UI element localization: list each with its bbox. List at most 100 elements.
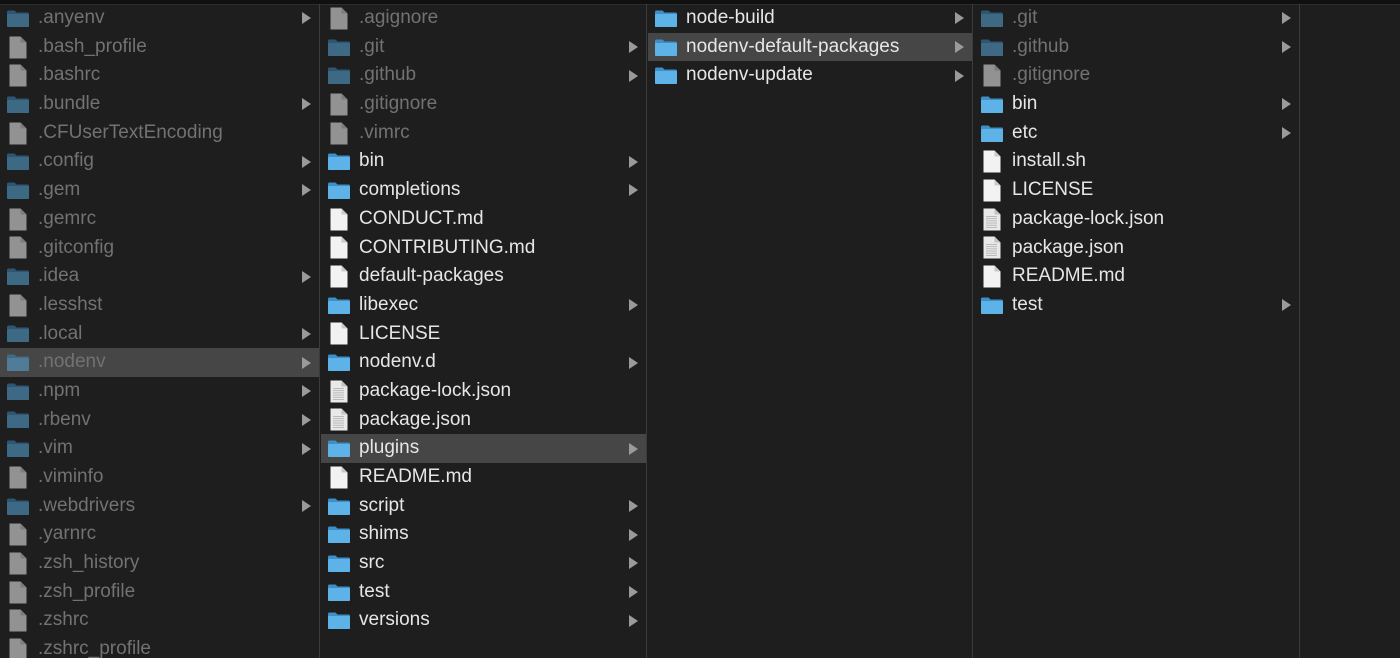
column-nodenv[interactable]: .agignore .git .github .gitignore .vimrc… bbox=[321, 4, 647, 658]
column-nodenv-default-packages[interactable]: .git .github .gitignore bin etc install.… bbox=[974, 4, 1300, 658]
file-item[interactable]: .zsh_history bbox=[0, 549, 319, 578]
folder-icon bbox=[327, 152, 351, 171]
folder-item[interactable]: etc bbox=[974, 119, 1299, 148]
file-item[interactable]: .gitignore bbox=[974, 61, 1299, 90]
file-icon bbox=[327, 7, 351, 30]
file-icon bbox=[6, 523, 30, 546]
file-item[interactable]: .viminfo bbox=[0, 463, 319, 492]
item-label: .local bbox=[38, 322, 83, 344]
chevron-right-icon bbox=[301, 406, 311, 435]
item-label: nodenv.d bbox=[359, 351, 436, 373]
file-item[interactable]: README.md bbox=[974, 262, 1299, 291]
item-label: .github bbox=[359, 64, 417, 86]
file-item[interactable]: .yarnrc bbox=[0, 520, 319, 549]
folder-item[interactable]: test bbox=[321, 578, 646, 607]
folder-icon bbox=[980, 124, 1004, 143]
folder-item[interactable]: bin bbox=[321, 147, 646, 176]
folder-item[interactable]: nodenv.d bbox=[321, 348, 646, 377]
chevron-right-icon bbox=[628, 147, 638, 176]
file-item[interactable]: LICENSE bbox=[321, 320, 646, 349]
folder-item[interactable]: nodenv-update bbox=[648, 61, 972, 90]
file-item[interactable]: LICENSE bbox=[974, 176, 1299, 205]
column-plugins[interactable]: node-build nodenv-default-packages noden… bbox=[648, 4, 973, 658]
folder-item[interactable]: .config bbox=[0, 147, 319, 176]
column-rows: .git .github .gitignore bin etc install.… bbox=[974, 4, 1299, 320]
file-item[interactable]: .zshrc_profile bbox=[0, 635, 319, 658]
folder-item[interactable]: .git bbox=[321, 33, 646, 62]
folder-item[interactable]: versions bbox=[321, 606, 646, 635]
document-icon bbox=[327, 408, 351, 431]
folder-icon bbox=[980, 95, 1004, 114]
file-item[interactable]: .zshrc bbox=[0, 606, 319, 635]
item-label: src bbox=[359, 552, 385, 574]
file-icon bbox=[6, 552, 30, 575]
folder-item[interactable]: .webdrivers bbox=[0, 492, 319, 521]
file-item[interactable]: package.json bbox=[974, 234, 1299, 263]
folder-item[interactable]: libexec bbox=[321, 291, 646, 320]
folder-item[interactable]: .rbenv bbox=[0, 406, 319, 435]
document-icon bbox=[980, 236, 1004, 259]
file-item[interactable]: .bashrc bbox=[0, 61, 319, 90]
file-icon bbox=[6, 64, 30, 87]
chevron-right-icon bbox=[301, 492, 311, 521]
folder-item[interactable]: nodenv-default-packages bbox=[648, 32, 972, 62]
item-label: install.sh bbox=[1012, 150, 1086, 172]
file-item[interactable]: .bash_profile bbox=[0, 33, 319, 62]
item-label: .nodenv bbox=[38, 351, 106, 373]
file-item[interactable]: package-lock.json bbox=[974, 205, 1299, 234]
folder-item[interactable]: .vim bbox=[0, 434, 319, 463]
item-label: .rbenv bbox=[38, 408, 91, 430]
folder-icon bbox=[980, 38, 1004, 57]
folder-item[interactable]: .idea bbox=[0, 262, 319, 291]
item-label: .git bbox=[1012, 7, 1038, 28]
folder-item[interactable]: .github bbox=[321, 61, 646, 90]
file-icon bbox=[6, 466, 30, 489]
file-item[interactable]: install.sh bbox=[974, 147, 1299, 176]
folder-item[interactable]: .npm bbox=[0, 377, 319, 406]
folder-item[interactable]: completions bbox=[321, 176, 646, 205]
folder-item[interactable]: plugins bbox=[321, 434, 646, 463]
folder-item[interactable]: .github bbox=[974, 33, 1299, 62]
folder-item[interactable]: .nodenv bbox=[0, 348, 319, 377]
folder-icon bbox=[654, 38, 678, 57]
folder-item[interactable]: .gem bbox=[0, 176, 319, 205]
file-item[interactable]: .gemrc bbox=[0, 205, 319, 234]
file-item[interactable]: package.json bbox=[321, 406, 646, 435]
file-item[interactable]: CONTRIBUTING.md bbox=[321, 234, 646, 263]
file-icon bbox=[980, 179, 1004, 202]
file-item[interactable]: .agignore bbox=[321, 4, 646, 33]
file-item[interactable]: .gitignore bbox=[321, 90, 646, 119]
folder-item[interactable]: .git bbox=[974, 4, 1299, 33]
folder-item[interactable]: .local bbox=[0, 320, 319, 349]
item-label: script bbox=[359, 494, 405, 516]
folder-icon bbox=[654, 66, 678, 85]
chevron-right-icon bbox=[628, 520, 638, 549]
file-item[interactable]: default-packages bbox=[321, 262, 646, 291]
column-empty[interactable] bbox=[1301, 4, 1400, 658]
file-icon bbox=[6, 581, 30, 604]
item-label: nodenv-default-packages bbox=[686, 35, 900, 57]
folder-item[interactable]: .bundle bbox=[0, 90, 319, 119]
folder-item[interactable]: .anyenv bbox=[0, 4, 319, 33]
file-item[interactable]: package-lock.json bbox=[321, 377, 646, 406]
file-item[interactable]: .gitconfig bbox=[0, 234, 319, 263]
file-item[interactable]: .CFUserTextEncoding bbox=[0, 119, 319, 148]
file-item[interactable]: .zsh_profile bbox=[0, 578, 319, 607]
file-item[interactable]: CONDUCT.md bbox=[321, 205, 646, 234]
folder-icon bbox=[327, 497, 351, 516]
folder-item[interactable]: shims bbox=[321, 520, 646, 549]
folder-item[interactable]: test bbox=[974, 291, 1299, 320]
folder-item[interactable]: src bbox=[321, 549, 646, 578]
item-label: .idea bbox=[38, 265, 80, 287]
item-label: .bundle bbox=[38, 93, 101, 115]
file-icon bbox=[980, 265, 1004, 288]
folder-item[interactable]: node-build bbox=[648, 4, 972, 33]
folder-item[interactable]: bin bbox=[974, 90, 1299, 119]
item-label: CONDUCT.md bbox=[359, 207, 484, 229]
file-item[interactable]: README.md bbox=[321, 463, 646, 492]
file-item[interactable]: .lesshst bbox=[0, 291, 319, 320]
folder-item[interactable]: script bbox=[321, 492, 646, 521]
file-item[interactable]: .vimrc bbox=[321, 119, 646, 148]
column-home[interactable]: .anyenv .bash_profile .bashrc .bundle .C… bbox=[0, 4, 320, 658]
